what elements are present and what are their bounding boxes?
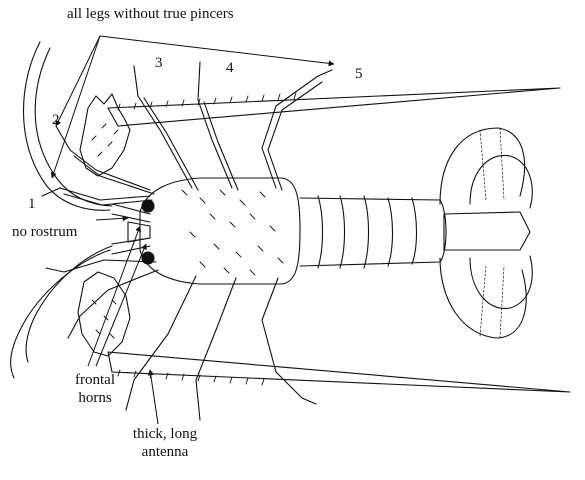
leader-horns-2 [96, 244, 146, 366]
leg-number-4: 4 [226, 60, 234, 77]
horns-label-line2: horns [60, 390, 130, 407]
leg-5 [262, 70, 332, 188]
leader-rostrum [96, 218, 128, 220]
leader-horns-1 [88, 226, 140, 366]
leader-antenna [150, 370, 158, 424]
leg-4 [198, 62, 232, 188]
eye-upper [142, 200, 154, 212]
thick-antenna-lower [108, 352, 570, 392]
eye-lower [142, 252, 154, 264]
leg-number-5: 5 [355, 66, 363, 83]
leader-legs-5 [100, 36, 334, 64]
leg-2 [56, 126, 150, 190]
antenna-label-line2: antenna [110, 444, 220, 461]
leader-legs-2 [56, 36, 100, 126]
rostrum-label: no rostrum [12, 224, 77, 241]
antenna-label-line1: thick, long [110, 426, 220, 443]
leg-number-2: 2 [52, 112, 60, 129]
carapace [140, 178, 300, 284]
leg-number-3: 3 [155, 55, 163, 72]
thick-antenna-upper [108, 88, 560, 126]
leg-number-1: 1 [28, 196, 36, 213]
frontal-horns [112, 204, 150, 254]
thin-antenna-lower [11, 250, 110, 378]
abdomen [300, 198, 446, 266]
horns-label-line1: frontal [60, 372, 130, 389]
leader-legs-1 [52, 36, 100, 178]
leg-1 [42, 188, 150, 200]
legs-note-label: all legs without true pincers [67, 6, 234, 23]
